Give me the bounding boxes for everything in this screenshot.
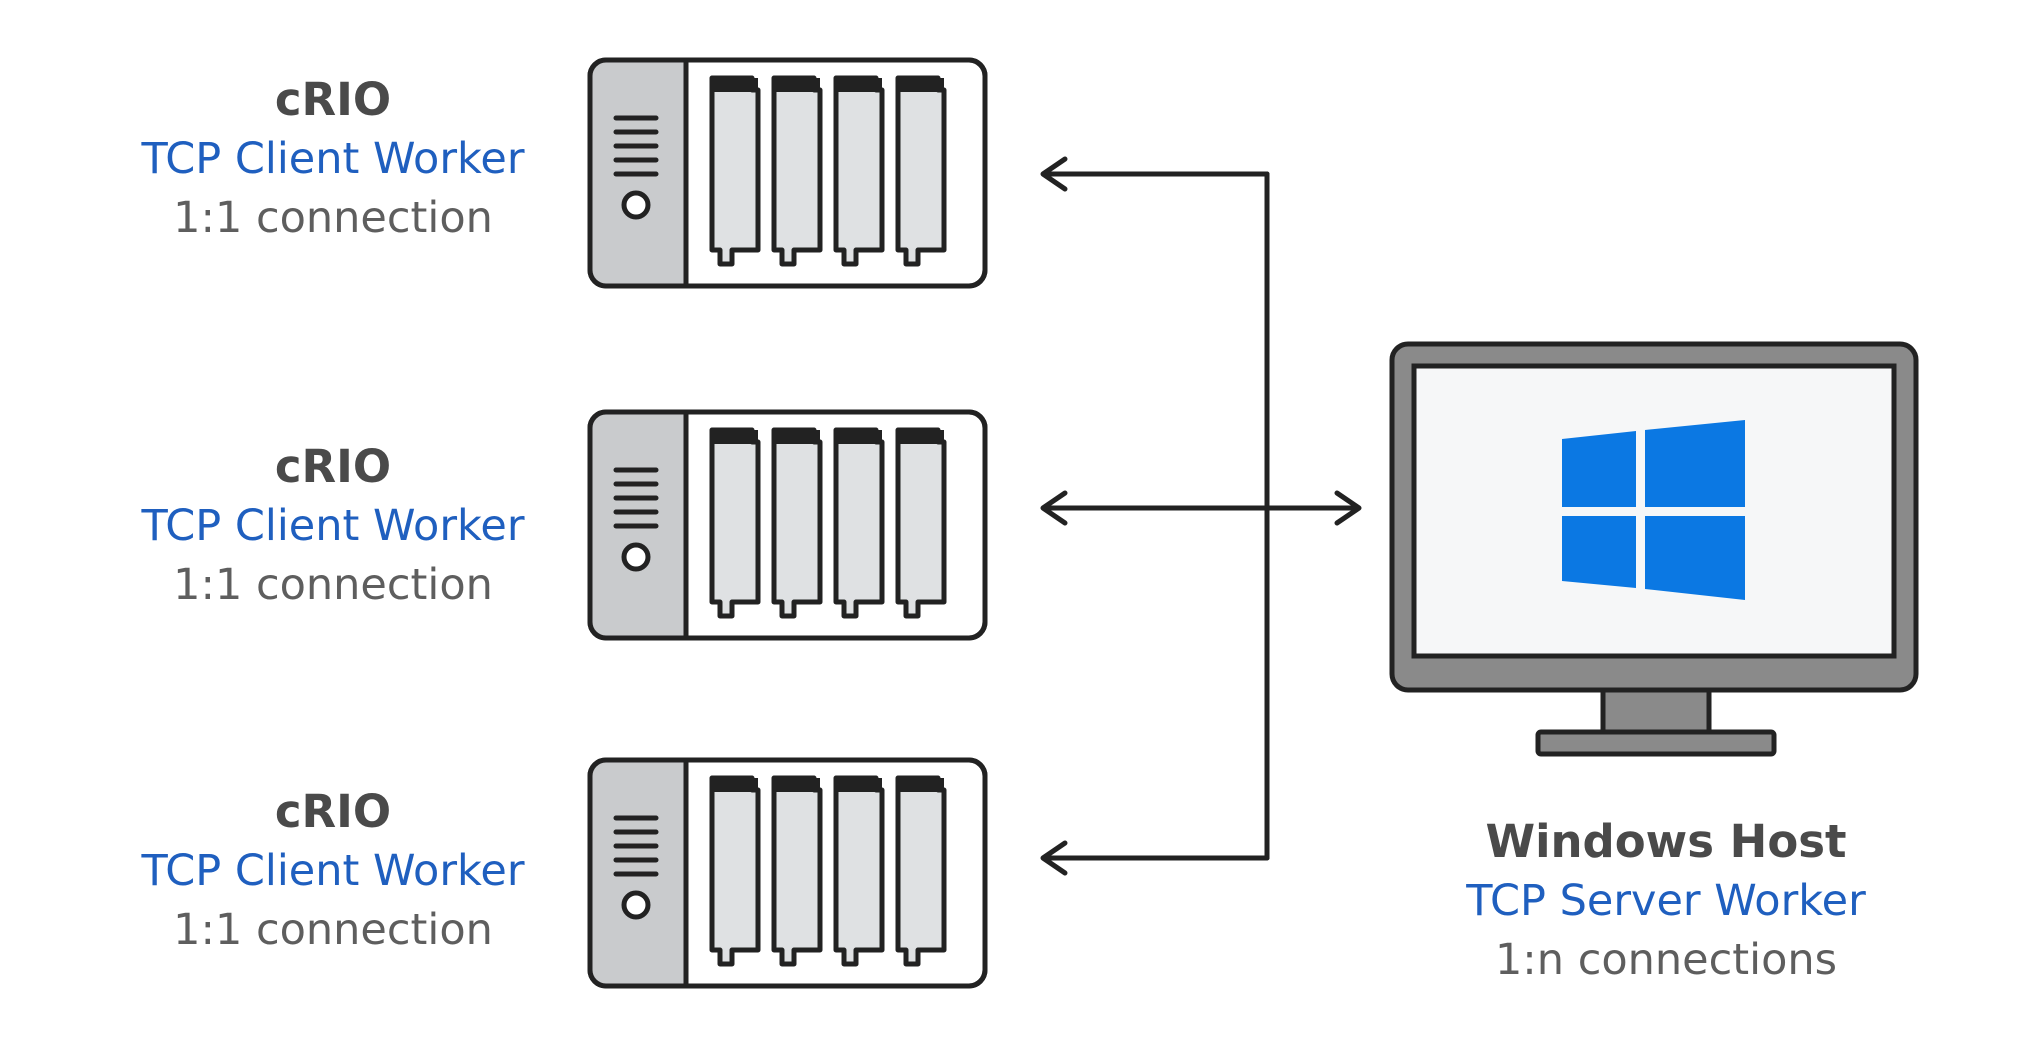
crio-chassis-icon (587, 57, 988, 289)
arrowhead-client-2 (1040, 490, 1068, 526)
client-role: TCP Client Worker (140, 134, 524, 184)
client-title: cRIO (275, 785, 391, 838)
host-node: Windows Host TCP Server Worker 1:n conne… (1389, 341, 1919, 985)
client-title: cRIO (275, 73, 391, 126)
client-role: TCP Client Worker (140, 501, 524, 551)
client-connection: 1:1 connection (173, 193, 493, 243)
client-role: TCP Client Worker (140, 846, 524, 896)
arrowhead-host (1334, 490, 1362, 526)
client-connection: 1:1 connection (173, 560, 493, 610)
arrowhead-client-3 (1040, 840, 1068, 876)
connection-lines (1040, 156, 1362, 876)
crio-chassis-icon (587, 757, 988, 989)
client-node-1: cRIO TCP Client Worker 1:1 connection (140, 57, 988, 289)
client-title: cRIO (275, 440, 391, 493)
client-node-3: cRIO TCP Client Worker 1:1 connection (140, 757, 988, 989)
host-connection: 1:n connections (1495, 935, 1837, 985)
arrowhead-client-1 (1040, 156, 1068, 192)
crio-chassis-icon (587, 409, 988, 641)
host-title: Windows Host (1485, 815, 1846, 868)
client-node-2: cRIO TCP Client Worker 1:1 connection (140, 409, 988, 641)
client-connection: 1:1 connection (173, 905, 493, 955)
host-role: TCP Server Worker (1465, 876, 1866, 926)
windows-logo-icon (1562, 420, 1745, 600)
